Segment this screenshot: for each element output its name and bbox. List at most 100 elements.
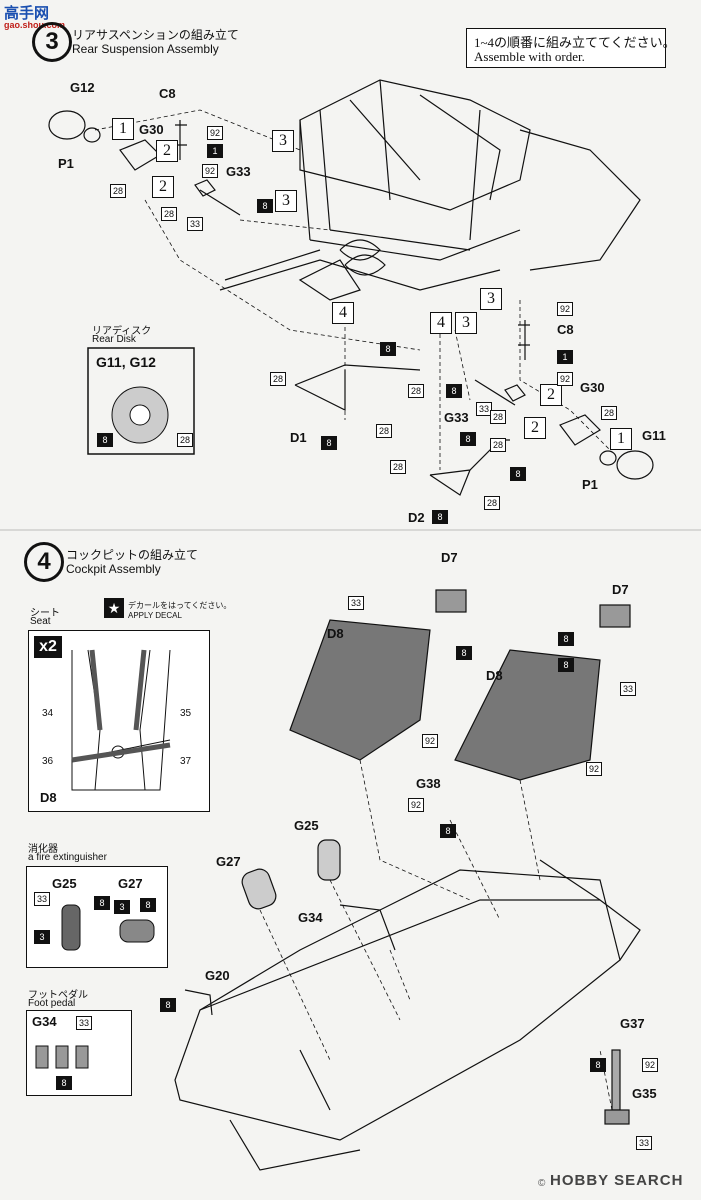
- part-label: G12: [70, 80, 95, 95]
- watermark-hobby-search: HOBBY SEARCH: [550, 1172, 684, 1189]
- part-label: P1: [58, 156, 74, 171]
- decal-num: 34: [42, 708, 54, 719]
- part-label: D7: [612, 582, 629, 597]
- part-label: D2: [408, 510, 425, 525]
- extinguisher-label-jp: 消化器: [28, 844, 58, 855]
- rear-disk-label-jp: リアディスク: [92, 326, 152, 337]
- paint-num: 28: [390, 460, 406, 474]
- paint-num: 1: [207, 144, 223, 158]
- decal-num: 35: [180, 708, 192, 719]
- paint-num: 3: [114, 900, 130, 914]
- part-label: G34: [32, 1014, 57, 1029]
- decal-num: 37: [180, 756, 192, 767]
- paint-num: 33: [620, 682, 636, 696]
- paint-num: 28: [376, 424, 392, 438]
- step4-title-en: Cockpit Assembly: [66, 562, 161, 576]
- order-mark: 3: [480, 288, 502, 310]
- paint-num: 33: [636, 1136, 652, 1150]
- decal-note-jp: デカールをはってください。: [128, 601, 232, 610]
- rear-disk-parts: G11, G12: [96, 354, 156, 370]
- paint-num: 28: [601, 406, 617, 420]
- part-label: G34: [298, 910, 323, 925]
- watermark-url: gao.shou.com: [4, 20, 66, 30]
- order-mark: 4: [332, 302, 354, 324]
- extinguisher-label-en: a fire extinguisher: [28, 852, 107, 863]
- decal-num: 36: [42, 756, 54, 767]
- paint-num: 92: [586, 762, 602, 776]
- order-mark: 2: [152, 176, 174, 198]
- paint-num: 8: [460, 432, 476, 446]
- qty-badge: x2: [34, 636, 62, 658]
- paint-num: 8: [160, 998, 176, 1012]
- seat-label-jp: シート: [30, 608, 60, 619]
- order-mark: 3: [272, 130, 294, 152]
- paint-num: 28: [490, 438, 506, 452]
- order-note-box: [466, 28, 666, 68]
- paint-num: 33: [76, 1016, 92, 1030]
- part-label: G27: [118, 876, 143, 891]
- paint-num: 92: [557, 302, 573, 316]
- seat-box: [28, 630, 210, 812]
- paint-num: 8: [456, 646, 472, 660]
- seat-part-label: D8: [40, 790, 57, 805]
- order-mark: 1: [610, 428, 632, 450]
- order-mark: 2: [156, 140, 178, 162]
- watermark-logo: 高手网: [4, 5, 50, 22]
- paint-num: 28: [110, 184, 126, 198]
- step4-title-jp: コックピットの組み立て: [66, 548, 199, 562]
- paint-num: 33: [348, 596, 364, 610]
- paint-num: 92: [422, 734, 438, 748]
- watermark-copyright: ©: [538, 1178, 546, 1189]
- order-note-jp: 1~4の順番に組み立ててください。: [474, 35, 676, 50]
- paint-num: 8: [558, 658, 574, 672]
- decal-star-icon: ★: [104, 598, 124, 618]
- part-label: G37: [620, 1016, 645, 1031]
- order-mark: 2: [524, 417, 546, 439]
- part-label: D1: [290, 430, 307, 445]
- paint-num: 92: [408, 798, 424, 812]
- paint-num: 8: [257, 199, 273, 213]
- paint-num: 92: [557, 372, 573, 386]
- paint-num: 1: [557, 350, 573, 364]
- paint-num: 8: [432, 510, 448, 524]
- order-mark: 2: [540, 384, 562, 406]
- paint-num: 92: [207, 126, 223, 140]
- paint-num: 28: [161, 207, 177, 221]
- part-label: G25: [52, 876, 77, 891]
- extinguisher-box: [26, 866, 168, 968]
- part-label: C8: [159, 86, 176, 101]
- order-mark: 1: [112, 118, 134, 140]
- rear-disk-label-en: Rear Disk: [92, 334, 136, 345]
- paint-num: 8: [440, 824, 456, 838]
- paint-num: 8: [56, 1076, 72, 1090]
- part-label: G20: [205, 968, 230, 983]
- paint-num: 8: [94, 896, 110, 910]
- part-label: G11: [642, 428, 666, 443]
- order-mark: 4: [430, 312, 452, 334]
- paint-num: 28: [270, 372, 286, 386]
- part-label: G35: [632, 1086, 657, 1101]
- part-label: D7: [441, 550, 458, 565]
- part-label: G38: [416, 776, 441, 791]
- part-label: P1: [582, 477, 598, 492]
- part-label: G33: [444, 410, 469, 425]
- paint-num: 33: [476, 402, 492, 416]
- part-label: G25: [294, 818, 319, 833]
- paint-num: 8: [558, 632, 574, 646]
- paint-num: 28: [490, 410, 506, 424]
- paint-num: 33: [187, 217, 203, 231]
- part-label: C8: [557, 322, 574, 337]
- paint-num: 3: [34, 930, 50, 944]
- order-mark: 3: [455, 312, 477, 334]
- step3-title-jp: リアサスペンションの組み立て: [72, 28, 239, 42]
- paint-num: 8: [97, 433, 113, 447]
- seat-label-en: Seat: [30, 616, 51, 627]
- step3-number: 3: [32, 22, 72, 62]
- part-label: D8: [486, 668, 503, 683]
- part-label: G27: [216, 854, 241, 869]
- part-label: D8: [327, 626, 344, 641]
